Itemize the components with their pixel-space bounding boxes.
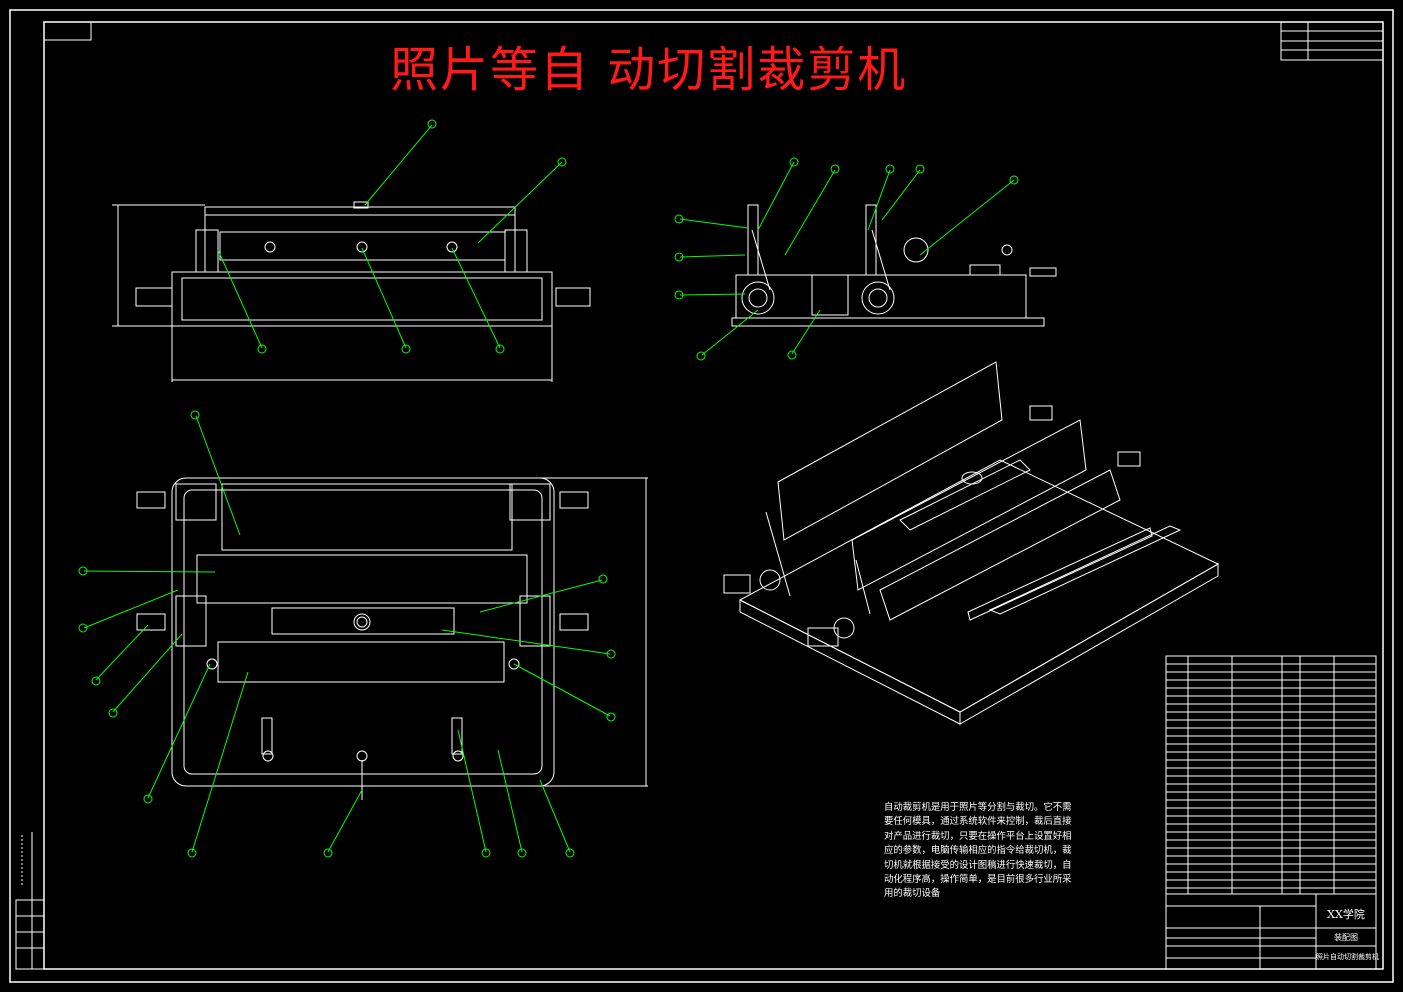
parts-list [1165, 655, 1377, 895]
drawing-name: 照片自动切割裁剪机 [1316, 953, 1379, 961]
side-view [731, 204, 1057, 327]
drawing-title: 照片等自 动切割裁剪机 [390, 42, 908, 98]
left-side-table [15, 832, 45, 970]
school-name: XX学院 [1327, 908, 1365, 921]
title-block [1165, 893, 1377, 970]
outer-border [9, 9, 1394, 983]
drawing-type: 装配图 [1334, 933, 1358, 942]
leader-lines [78, 119, 1019, 858]
front-view [112, 201, 591, 382]
inner-border [43, 21, 1384, 970]
top-right-table [1280, 21, 1384, 61]
isometric-view [723, 361, 1220, 725]
technical-note: 自动裁剪机是用于照片等分割与裁切。它不需要任何模具，通过系统软件来控制，裁后直接… [884, 802, 1072, 900]
corner-code-box [43, 21, 92, 41]
plan-view [136, 477, 648, 800]
